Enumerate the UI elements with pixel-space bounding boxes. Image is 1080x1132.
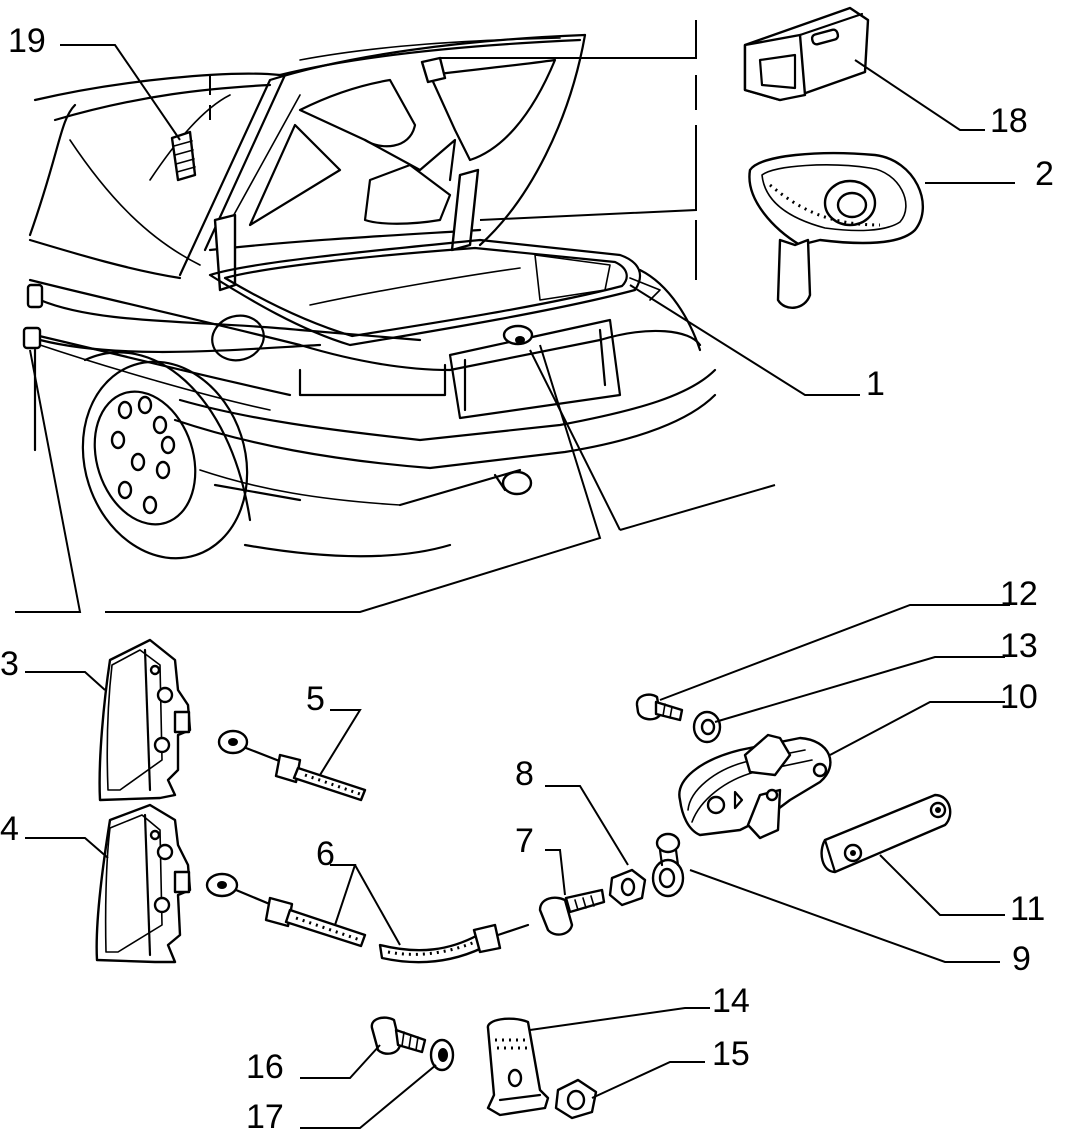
leader-6a	[330, 864, 357, 926]
label-8: 8	[515, 755, 534, 793]
leader-3	[25, 671, 106, 691]
leader-11	[879, 854, 1005, 916]
label-5: 5	[306, 680, 325, 718]
part-15-clip-nut	[554, 1078, 598, 1120]
part-4-tail-light	[95, 803, 192, 964]
label-6: 6	[316, 835, 335, 873]
label-9: 9	[1012, 940, 1031, 978]
leader-lines	[25, 44, 1015, 1129]
wheel-holes	[110, 395, 176, 515]
label-4: 4	[0, 810, 19, 848]
leader-10	[829, 701, 1005, 756]
label-2: 2	[1035, 155, 1054, 193]
leader-16	[300, 1044, 381, 1079]
part-14-striker	[486, 1017, 550, 1117]
label-15: 15	[712, 1035, 750, 1073]
label-16: 16	[246, 1048, 284, 1086]
leader-17	[300, 1064, 437, 1129]
part-9-bushing	[651, 832, 685, 898]
label-19: 19	[8, 22, 46, 60]
leader-18	[854, 59, 985, 131]
connector-upper	[26, 283, 44, 309]
part-7-bolt	[538, 888, 606, 936]
leader-5	[319, 709, 362, 776]
part-6-cable	[205, 872, 530, 964]
label-11: 11	[1010, 890, 1045, 928]
part-3-tail-light	[98, 638, 192, 802]
leader-14	[529, 1007, 710, 1031]
label-10: 10	[1000, 678, 1038, 716]
leader-19	[60, 44, 181, 141]
label-12: 12	[1000, 575, 1038, 613]
label-18: 18	[990, 102, 1028, 140]
leader-13	[714, 656, 1005, 723]
label-1: 1	[866, 365, 885, 403]
label-7: 7	[515, 822, 534, 860]
leader-9	[689, 869, 1000, 963]
part-2-lock-handle	[748, 151, 925, 309]
part-16-bolt	[370, 1016, 427, 1055]
label-17: 17	[246, 1098, 284, 1132]
leader-4	[25, 837, 109, 859]
leader-15	[591, 1061, 705, 1099]
part-10-latch	[678, 733, 832, 840]
part-17-washer	[429, 1038, 455, 1072]
part-5-cable	[217, 729, 367, 802]
callout-labels: 19 18 2 1 12 13 3 10 5 8 4 7 6 11 9 14 1…	[0, 22, 1054, 1132]
part-12-screw	[635, 693, 684, 722]
leader-6b	[354, 864, 401, 946]
leader-1	[629, 284, 860, 396]
part-13-washer	[692, 710, 722, 744]
leader-8	[545, 785, 629, 866]
car-rear-illustration	[15, 20, 776, 613]
bump-stop-19	[170, 130, 197, 182]
leader-7	[545, 849, 566, 896]
connector-lower	[22, 326, 42, 350]
leader-12	[659, 604, 1010, 701]
part-11-plate	[820, 793, 952, 874]
part-8-nut	[608, 868, 647, 907]
label-3: 3	[0, 645, 19, 683]
label-14: 14	[712, 982, 750, 1020]
part-18-bracket	[743, 6, 870, 102]
label-13: 13	[1000, 627, 1038, 665]
